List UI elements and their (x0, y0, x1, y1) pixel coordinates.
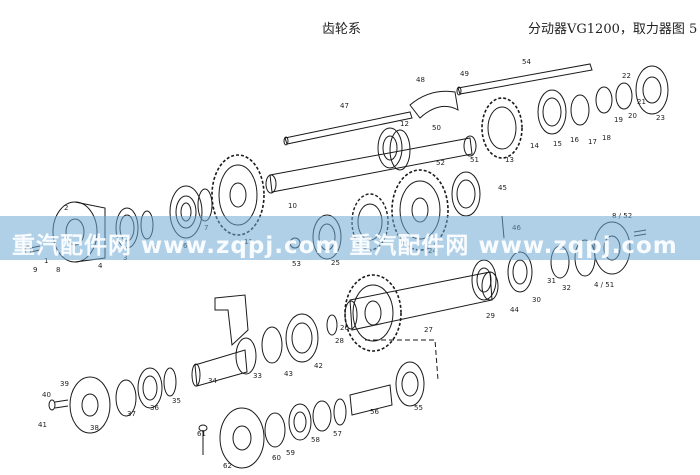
seal-60 (264, 412, 286, 448)
bearing-29 (471, 259, 497, 301)
part-label-39: 39 (60, 380, 69, 388)
part-label-10: 10 (288, 202, 297, 210)
diagram-subtitle: 分动器VG1200，取力器图 5 (528, 22, 698, 37)
part-label-1: 1 (44, 257, 48, 265)
bearing-59 (288, 403, 312, 441)
upper-shaft-47 (283, 111, 413, 146)
part-label-17: 17 (588, 138, 597, 146)
part-label-18: 18 (602, 134, 611, 142)
part-label-13: 13 (505, 156, 514, 164)
gear-13 (481, 97, 523, 159)
ring-57 (333, 398, 347, 426)
sleeve-33 (235, 337, 257, 375)
bearing-15 (537, 89, 567, 135)
bearing-45 (451, 171, 481, 217)
diagram-title: 齿轮系 (322, 22, 362, 37)
ring-16 (570, 94, 590, 126)
part-label-15: 15 (553, 140, 562, 148)
part-label-30: 30 (532, 296, 541, 304)
part-label-44: 44 (510, 306, 519, 314)
bolt-40 (48, 399, 69, 411)
flange-38 (69, 376, 111, 434)
cover-flange-23 (635, 65, 669, 115)
bolt-61 (198, 424, 208, 455)
part-label-56: 56 (370, 408, 379, 416)
part-label-38: 38 (90, 424, 99, 432)
seal-37 (115, 379, 137, 417)
part-label-41: 41 (38, 421, 47, 429)
part-label-31: 31 (547, 277, 556, 285)
bearing-42 (285, 313, 319, 363)
part-label-26: 26 (340, 324, 349, 332)
splined-shaft-56 (349, 384, 393, 416)
part-number-labels: 1234567891011121314151617181920212223242… (33, 58, 665, 470)
part-label-55: 55 (414, 404, 423, 412)
ring-35 (163, 367, 177, 397)
part-label-27: 27 (424, 326, 433, 334)
part-label-23: 23 (656, 114, 665, 122)
shift-fork-34 (214, 294, 249, 347)
ring-58 (312, 400, 332, 432)
fork-48 (409, 90, 459, 119)
watermark-band (0, 216, 700, 260)
part-label-48: 48 (416, 76, 425, 84)
part-label-22: 22 (622, 72, 631, 80)
part-label-62: 62 (223, 462, 232, 470)
upper-shaft-54 (456, 63, 593, 96)
bearing-12 (377, 127, 403, 169)
part-label-42: 42 (314, 362, 323, 370)
part-label-53: 53 (292, 260, 301, 268)
ring-19 (595, 86, 613, 114)
part-label-43: 43 (284, 370, 293, 378)
ring-43 (261, 326, 283, 364)
part-label-49: 49 (460, 70, 469, 78)
part-label-33: 33 (253, 372, 262, 380)
part-label-29: 29 (486, 312, 495, 320)
part-label-14: 14 (530, 142, 539, 150)
part-label-32: 32 (562, 284, 571, 292)
part-label-54: 54 (522, 58, 531, 66)
part-label-4: 4 (98, 262, 103, 270)
ring-20 (615, 82, 633, 110)
part-label-45: 45 (498, 184, 507, 192)
part-label-19: 19 (614, 116, 623, 124)
flange-62 (219, 407, 265, 469)
part-label-34: 34 (208, 377, 217, 385)
main-shaft-upper (265, 129, 477, 194)
bearing-36 (137, 367, 163, 409)
part-label-40: 40 (42, 391, 51, 399)
part-label-57: 57 (333, 430, 342, 438)
part-label-20: 20 (628, 112, 637, 120)
part-label-28: 28 (335, 337, 344, 345)
gear-26 (344, 274, 402, 352)
part-label-21: 21 (637, 98, 646, 106)
part-label-9: 9 (33, 266, 37, 274)
part-label-37: 37 (127, 410, 136, 418)
splined-shaft-34 (191, 349, 248, 387)
part-label-58: 58 (311, 436, 320, 444)
part-label-2: 2 (64, 204, 68, 212)
sleeve-55 (395, 361, 425, 407)
part-label-12: 12 (400, 120, 409, 128)
part-label-451: 4 / 51 (594, 281, 614, 289)
part-label-52: 52 (436, 159, 445, 167)
part-label-61: 61 (197, 430, 206, 438)
watermark-text: 重汽配件网 www.zqpj.com 重汽配件网 www.zqpj.com (12, 233, 678, 259)
part-label-16: 16 (570, 136, 579, 144)
part-label-59: 59 (286, 449, 295, 457)
part-label-51: 51 (470, 156, 479, 164)
dashed-bracket (365, 339, 439, 381)
part-label-25: 25 (331, 259, 340, 267)
ring-28 (326, 314, 338, 336)
part-label-47: 47 (340, 102, 349, 110)
part-label-35: 35 (172, 397, 181, 405)
part-label-36: 36 (150, 404, 159, 412)
part-label-50: 50 (432, 124, 441, 132)
part-label-8: 8 (56, 266, 60, 274)
main-shaft-27 (344, 271, 499, 331)
part-label-60: 60 (272, 454, 281, 462)
